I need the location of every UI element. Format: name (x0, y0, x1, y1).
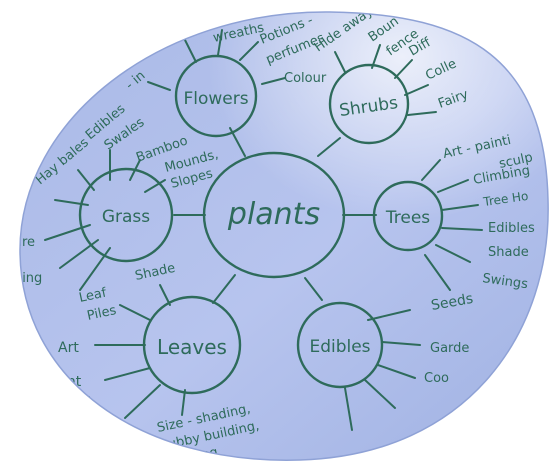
leaves-label: Leaves (157, 335, 227, 359)
grass-branch-tting: tting (12, 271, 42, 286)
photo-edge (19, 11, 549, 461)
center-connectors (173, 127, 377, 304)
grass-circle (78, 167, 174, 263)
edibles-branch-garde: Garde (430, 341, 469, 356)
trees-branch-shade: Shade (488, 245, 529, 260)
leaves-branch-piles: Piles (86, 303, 118, 324)
flowers-branch-colour: Colour (284, 71, 327, 86)
leaves-branch-plant: Plant (46, 374, 82, 390)
leaves-branch-leaf: Leaf (78, 285, 108, 305)
edibles-label: Edibles (309, 337, 370, 357)
trees-branch-tree-house: Tree Ho (481, 189, 529, 209)
center-circle (202, 151, 346, 279)
leaves-circle (142, 295, 242, 395)
trees-circle (372, 180, 444, 252)
edibles-branch-coo: Coo (424, 371, 449, 386)
grass-branch-are: are (14, 235, 35, 250)
trees-branch-edibles: Edibles (488, 221, 535, 236)
shrubs-circle (328, 63, 410, 145)
trees-branch-swings: Swings (481, 271, 529, 292)
trees-label: Trees (385, 208, 430, 228)
leaves-branch-mulch: Mulch (72, 422, 113, 438)
trees-branch-sculp: sculp (498, 150, 534, 172)
grass-label: Grass (102, 207, 150, 227)
flowers-circle (174, 54, 258, 138)
spokes (44, 29, 483, 431)
leaves-branch-art: Art (58, 340, 79, 356)
center-label: plants (227, 197, 320, 232)
trees-branch-seeds: Seeds (430, 291, 474, 314)
edibles-circle (296, 301, 384, 389)
flowers-label: Flowers (183, 89, 248, 109)
